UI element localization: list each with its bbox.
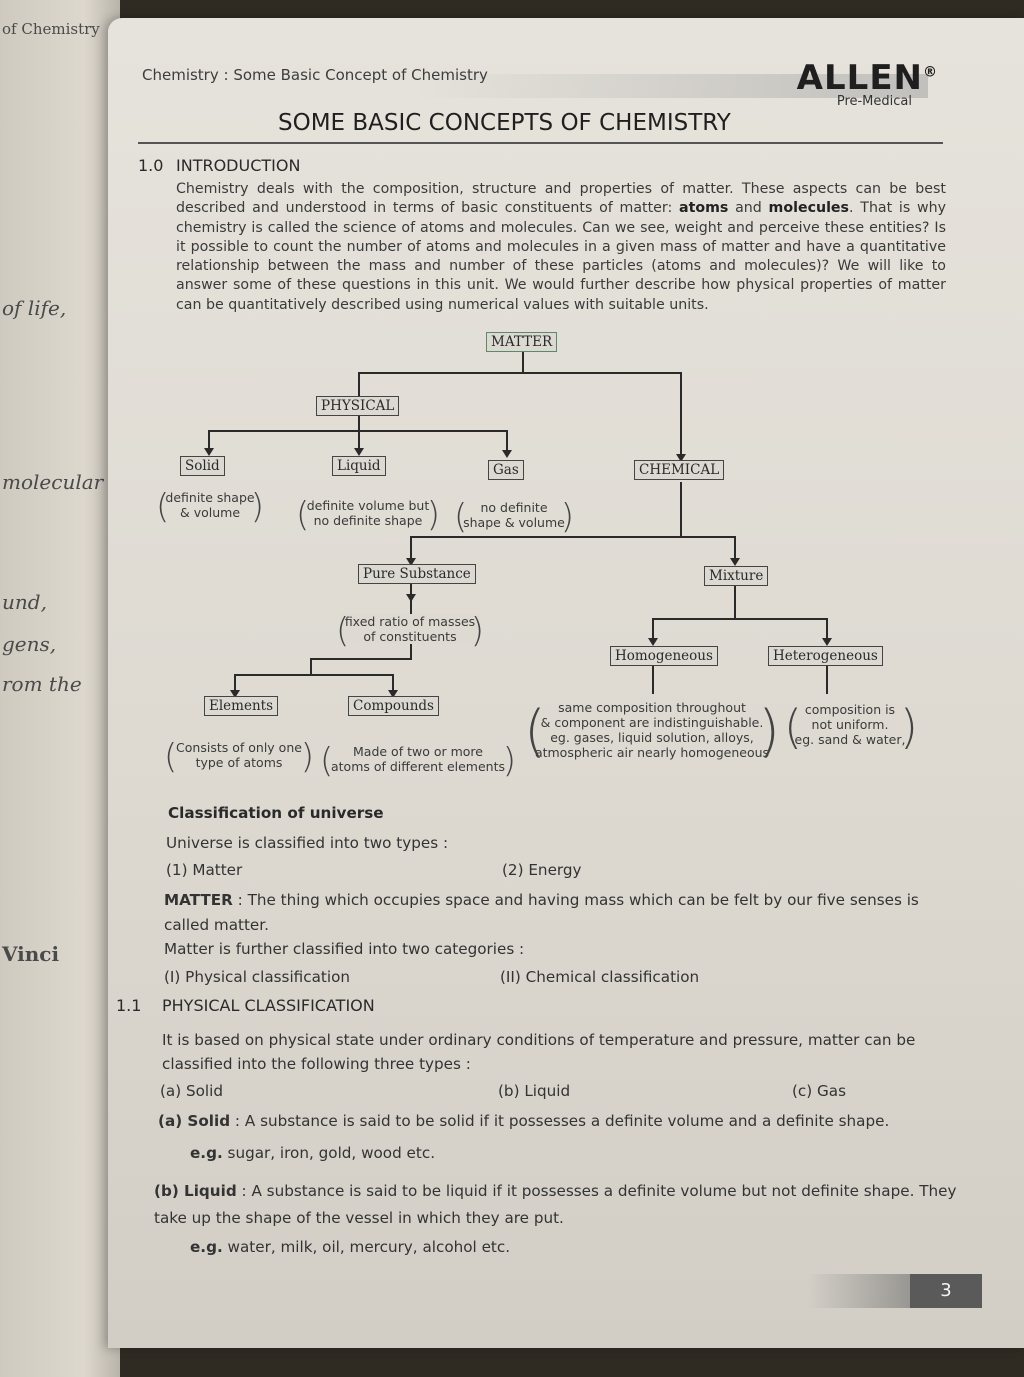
back-page-fragment: of Chemistry — [2, 20, 100, 38]
list-item: (1) Matter — [166, 861, 243, 879]
elements-box: Elements — [204, 696, 278, 716]
matter-definition: MATTER : The thing which occupies space … — [164, 891, 919, 934]
back-page-fragment: und, — [2, 590, 47, 614]
pure-substance-box: Pure Substance — [358, 564, 476, 584]
list-item: (II) Chemical classification — [500, 968, 700, 986]
gas-box: Gas — [488, 460, 524, 480]
title-rule — [138, 142, 943, 144]
breadcrumb: Chemistry : Some Basic Concept of Chemis… — [142, 66, 488, 84]
page-title: SOME BASIC CONCEPTS OF CHEMISTRY — [278, 110, 731, 136]
list-item: (2) Energy — [502, 861, 582, 879]
section-heading: INTRODUCTION — [176, 156, 301, 175]
mixture-box: Mixture — [704, 566, 769, 586]
list-item: (c) Gas — [792, 1082, 847, 1100]
solid-box: Solid — [180, 456, 225, 476]
list-item: (b) Liquid — [498, 1082, 571, 1100]
solid-example: e.g. sugar, iron, gold, wood etc. — [190, 1144, 436, 1162]
matter-box: MATTER — [486, 332, 558, 352]
homogeneous-box: Homogeneous — [610, 646, 718, 666]
heterogeneous-box: Heterogeneous — [768, 646, 883, 666]
list-item: (a) Solid — [160, 1082, 223, 1100]
section-number: 1.1 — [116, 996, 142, 1015]
page-number: 3 — [910, 1274, 982, 1308]
section-heading: PHYSICAL CLASSIFICATION — [162, 996, 375, 1015]
back-page-fragment: rom the — [2, 672, 82, 696]
back-page-fragment: molecular — [2, 470, 104, 494]
chemical-box: CHEMICAL — [634, 460, 725, 480]
liquid-definition: (b) Liquid : A substance is said to be l… — [154, 1182, 957, 1227]
physical-intro: It is based on physical state under ordi… — [162, 1031, 916, 1073]
text-line: Universe is classified into two types : — [166, 834, 449, 852]
back-page-fragment: Vinci — [2, 942, 60, 966]
intro-paragraph: Chemistry deals with the composition, st… — [176, 181, 947, 313]
section-number: 1.0 — [138, 156, 164, 175]
liquid-box: Liquid — [332, 456, 386, 476]
subheading: Classification of universe — [168, 804, 384, 822]
text-line: Matter is further classified into two ca… — [164, 940, 525, 958]
textbook-page: Chemistry : Some Basic Concept of Chemis… — [108, 18, 1024, 1348]
compounds-box: Compounds — [348, 696, 439, 716]
header-band — [408, 74, 928, 98]
solid-definition: (a) Solid : A substance is said to be so… — [158, 1112, 890, 1130]
list-item: (I) Physical classification — [164, 968, 351, 986]
back-page-fragment: gens, — [2, 632, 57, 656]
liquid-example: e.g. water, milk, oil, mercury, alcohol … — [190, 1238, 511, 1256]
solid-note: () definite shape& volume — [156, 487, 264, 527]
homogeneous-note: () same composition throughout& componen… — [524, 699, 780, 764]
tagline: Pre-Medical — [836, 94, 912, 109]
back-page-fragment: of life, — [2, 296, 67, 320]
publisher-logo: ALLEN® — [796, 58, 938, 98]
physical-box: PHYSICAL — [316, 396, 400, 416]
previous-page-edge: of Chemistry of life, molecular und, gen… — [0, 0, 120, 1377]
